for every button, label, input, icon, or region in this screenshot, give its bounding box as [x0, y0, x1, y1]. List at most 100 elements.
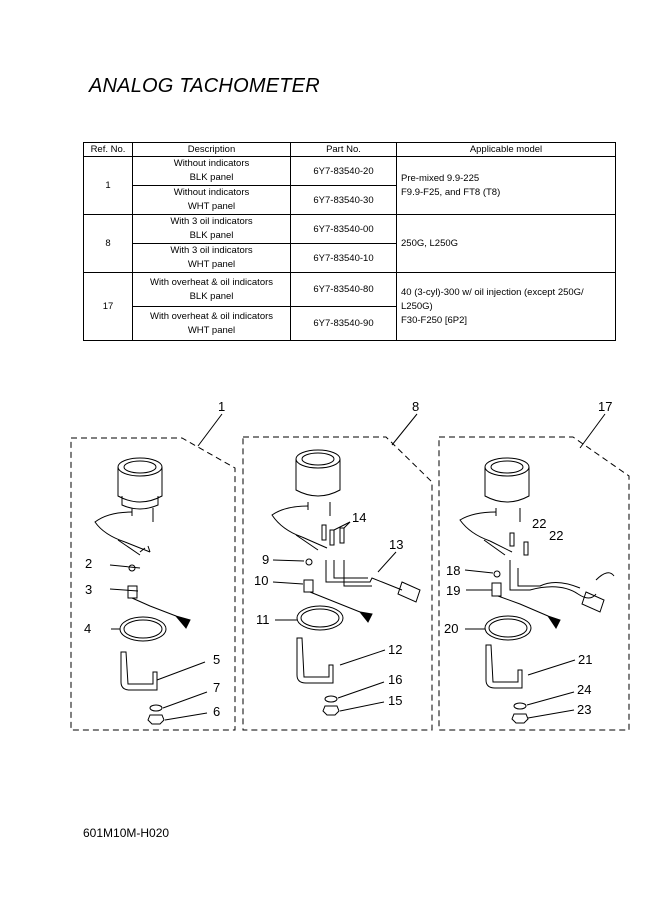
callout-label: 24	[577, 682, 591, 697]
ref-no-cell: 1	[83, 156, 133, 215]
wire-harness-icon	[509, 560, 597, 599]
mounting-bracket-icon	[120, 651, 158, 691]
callout-label: 23	[577, 702, 591, 717]
sender-connector-icon	[303, 579, 361, 613]
callout-label: 19	[446, 583, 460, 598]
callout-label: 15	[388, 693, 402, 708]
lamp-socket-icon	[493, 570, 501, 578]
description-line: BLK panel	[189, 172, 234, 183]
part-no-cell: 6Y7-83540-30	[290, 185, 397, 215]
callout-label: 14	[352, 510, 366, 525]
group-1-leader	[197, 413, 223, 447]
lamp-socket-icon	[305, 558, 313, 566]
gauge-body-icon	[459, 457, 530, 556]
table-header-row: Ref. No. Description Part No. Applicable…	[83, 142, 616, 157]
description-cell: With 3 oil indicators WHT panel	[132, 243, 291, 273]
header-description: Description	[132, 142, 291, 157]
group-label-17: 17	[598, 399, 612, 414]
page-title: ANALOG TACHOMETER	[89, 75, 320, 97]
description-line: BLK panel	[189, 290, 234, 302]
description-line: BLK panel	[189, 230, 234, 241]
callout-label: 13	[389, 537, 403, 552]
part-no-cell: 6Y7-83540-20	[290, 156, 397, 186]
callout-label: 12	[388, 642, 402, 657]
header-applicable-model: Applicable model	[396, 142, 616, 157]
applicable-model-cell: 40 (3-cyl)-300 w/ oil injection (except …	[396, 272, 616, 341]
description-line: With overheat & oil indicators	[149, 276, 274, 288]
callout-label: 4	[84, 621, 91, 636]
indicator-bulb-icon	[509, 532, 529, 556]
header-ref-no: Ref. No.	[83, 142, 133, 157]
group-label-1: 1	[218, 399, 225, 414]
table-row: 17 With overheat & oil indicators BLK pa…	[83, 272, 616, 341]
model-line: 250G, L250G	[401, 237, 459, 249]
callout-label: 22	[532, 516, 546, 531]
callout-label: 11	[256, 612, 270, 627]
group-8-dashed-frame	[242, 436, 433, 731]
nut-icon	[322, 705, 340, 716]
part-no-cell: 6Y7-83540-00	[290, 214, 397, 244]
nut-icon	[511, 713, 529, 724]
model-line: 40 (3-cyl)-300 w/ oil injection (except …	[401, 286, 584, 298]
description-line: With 3 oil indicators	[170, 245, 253, 256]
coupler-icon	[581, 591, 605, 613]
callout-label: 21	[578, 652, 592, 667]
callout-label: 2	[85, 556, 92, 571]
group-1-dashed-frame	[70, 437, 236, 731]
table-row: With 3 oil indicators WHT panel 6Y7-8354…	[84, 243, 616, 273]
callout-label: 9	[262, 552, 269, 567]
callout-label: 10	[254, 573, 268, 588]
description-line: Without indicators	[173, 187, 250, 198]
part-no-cell: 6Y7-83540-90	[290, 306, 397, 341]
description-line: WHT panel	[187, 201, 236, 212]
applicable-model-cell: Pre-mixed 9.9-225 F9.9-F25, and FT8 (T8)	[396, 156, 616, 215]
description-line: WHT panel	[187, 259, 236, 270]
table-row: Without indicators WHT panel 6Y7-83540-3…	[84, 185, 616, 215]
gauge-body-icon	[94, 457, 163, 556]
nut-icon	[147, 714, 165, 725]
group-8-leader	[391, 413, 418, 446]
description-line: With 3 oil indicators	[170, 216, 253, 227]
model-line: L250G)	[401, 300, 433, 312]
model-line: F30-F250 [6P2]	[401, 314, 468, 326]
callout-label: 6	[213, 704, 220, 719]
seal-ring-icon	[484, 615, 532, 641]
callout-label: 20	[444, 621, 458, 636]
part-no-cell: 6Y7-83540-10	[290, 243, 397, 273]
model-line: Pre-mixed 9.9-225	[401, 172, 480, 184]
parts-table: Ref. No. Description Part No. Applicable…	[83, 142, 616, 341]
callout-label: 16	[388, 672, 402, 687]
group-17-leader	[579, 413, 606, 449]
model-line: F9.9-F25, and FT8 (T8)	[401, 186, 501, 198]
sender-connector-icon	[491, 582, 549, 617]
seal-ring-icon	[296, 605, 344, 631]
lamp-socket-icon	[128, 564, 136, 572]
washer-icon	[324, 695, 338, 703]
description-line: WHT panel	[187, 324, 236, 336]
table-row: With overheat & oil indicators WHT panel…	[84, 306, 616, 341]
mounting-bracket-icon	[296, 637, 334, 684]
table-row: 1 Without indicators BLK panel 6Y7-83540…	[83, 156, 616, 215]
description-cell: With overheat & oil indicators WHT panel	[132, 306, 291, 341]
header-part-no: Part No.	[290, 142, 397, 157]
callout-label: 18	[446, 563, 460, 578]
wire-harness-icon	[325, 560, 403, 591]
part-no-cell: 6Y7-83540-80	[290, 272, 397, 307]
description-cell: With overheat & oil indicators BLK panel	[132, 272, 291, 307]
description-cell: Without indicators BLK panel	[132, 156, 291, 186]
description-cell: With 3 oil indicators BLK panel	[132, 214, 291, 244]
exploded-parts-diagram: 1 8 17 2 3 4 5 7 6 14 13 9 10 11 12 16 1…	[70, 399, 630, 731]
description-line: Without indicators	[173, 158, 250, 169]
mounting-bracket-icon	[485, 644, 523, 689]
description-cell: Without indicators WHT panel	[132, 185, 291, 215]
callout-label: 3	[85, 582, 92, 597]
document-code: 601M10M-H020	[83, 826, 170, 840]
seal-ring-icon	[119, 616, 167, 642]
washer-icon	[149, 704, 163, 712]
callout-label: 5	[213, 652, 220, 667]
callout-label: 22	[549, 528, 563, 543]
washer-icon	[513, 702, 527, 710]
group-label-8: 8	[412, 399, 419, 414]
coupler-icon	[397, 581, 421, 603]
description-line: With overheat & oil indicators	[149, 310, 274, 322]
